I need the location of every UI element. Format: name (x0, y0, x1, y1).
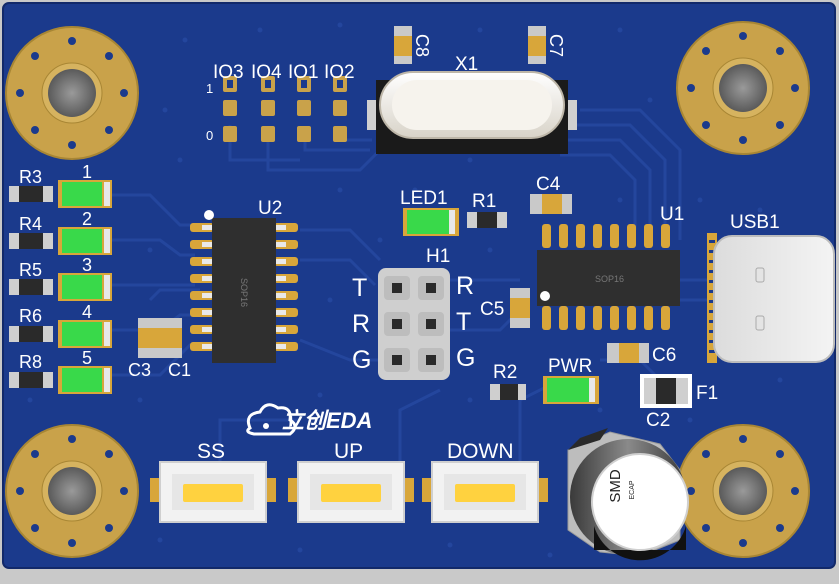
label-u1: U1 (660, 204, 684, 225)
label-io2: IO2 (324, 62, 355, 83)
label-r4: R4 (19, 214, 42, 234)
label-c3: C3 (128, 360, 151, 380)
resistor-r5 (9, 279, 53, 295)
label-h1-t-right: T (456, 308, 471, 336)
fuse-f1 (640, 374, 692, 408)
label-io1: IO1 (288, 62, 319, 83)
label-h1-r-right: R (456, 272, 474, 300)
label-led-number-4: 4 (82, 302, 92, 322)
resistor-r1 (467, 212, 507, 228)
label-led-number-3: 3 (82, 255, 92, 275)
label-r8: R8 (19, 352, 42, 372)
label-h1-t-left: T (352, 274, 367, 302)
capacitor-c2 (567, 428, 689, 561)
button-down[interactable] (422, 461, 548, 523)
label-c7: C7 (546, 34, 566, 57)
label-r6: R6 (19, 306, 42, 326)
button-up[interactable] (288, 461, 414, 523)
led-1 (58, 180, 112, 208)
label-led-number-1: 1 (82, 162, 92, 182)
header-h1 (378, 268, 450, 380)
label-c6: C6 (652, 345, 676, 366)
label-up: UP (334, 440, 363, 463)
label-logo: 立创EDA (282, 408, 372, 433)
label-down: DOWN (447, 440, 514, 463)
label-led-number-5: 5 (82, 348, 92, 368)
label-h1-r-left: R (352, 310, 370, 338)
label-c2-smd: SMD (607, 469, 624, 503)
resistor-r3 (9, 186, 53, 202)
led-3 (58, 273, 112, 301)
label-r2: R2 (493, 362, 517, 383)
label-c1: C1 (168, 360, 191, 380)
label-f1: F1 (696, 383, 718, 404)
chip-u2 (190, 210, 298, 363)
label-io3: IO3 (213, 62, 244, 83)
label-h1-g-right: G (456, 344, 475, 372)
label-x1: X1 (455, 54, 478, 75)
capacitor-c6 (607, 343, 649, 363)
label-ss: SS (197, 440, 225, 463)
label-h1-g-left: G (352, 346, 371, 374)
capacitor-c5 (510, 288, 530, 328)
crystal-x1 (367, 71, 577, 154)
label-h1: H1 (426, 246, 450, 267)
io-jumper-pads (223, 76, 347, 142)
resistor-r6 (9, 326, 53, 342)
lceda-logo (246, 403, 297, 436)
label-r5: R5 (19, 260, 42, 280)
mounting-hole-bottom-right (676, 424, 810, 558)
button-ss[interactable] (150, 461, 276, 523)
resistor-r8 (9, 372, 53, 388)
label-jumper-one: 1 (206, 81, 213, 96)
pin1-marker-u1 (540, 291, 550, 301)
label-c2-ecap: ECAP (629, 480, 636, 499)
pin1-marker-u2 (204, 210, 214, 220)
led-5 (58, 366, 112, 394)
led-2 (58, 227, 112, 255)
label-io4: IO4 (251, 62, 282, 83)
resistor-r2 (490, 384, 526, 400)
mounting-hole-top-right (676, 21, 810, 155)
label-u2: U2 (258, 198, 282, 219)
label-r3: R3 (19, 167, 42, 187)
capacitor-c3 (138, 318, 160, 358)
label-c8: C8 (412, 34, 432, 57)
led-pwr (543, 376, 599, 404)
capacitor-c1 (160, 318, 182, 358)
label-c4: C4 (536, 174, 561, 195)
label-jumper-zero: 0 (206, 128, 213, 143)
capacitor-c7 (528, 26, 546, 64)
label-c5: C5 (480, 299, 504, 320)
resistor-r4 (9, 233, 53, 249)
label-c2: C2 (646, 410, 670, 431)
label-pwr: PWR (548, 356, 592, 377)
label-led1: LED1 (400, 188, 448, 209)
label-led-number-2: 2 (82, 209, 92, 229)
label-u1-package: SOP16 (595, 274, 624, 284)
capacitor-c4 (530, 194, 572, 214)
chip-u1 (537, 224, 680, 330)
capacitor-c8 (394, 26, 412, 64)
mounting-hole-bottom-left (5, 424, 139, 558)
usb-c-connector-usb1 (707, 233, 835, 363)
label-usb1: USB1 (730, 212, 780, 233)
led-4 (58, 320, 112, 348)
label-u2-package: SOP16 (239, 278, 249, 307)
mounting-hole-top-left (5, 26, 139, 160)
led-led1 (403, 208, 459, 236)
label-r1: R1 (472, 191, 496, 212)
